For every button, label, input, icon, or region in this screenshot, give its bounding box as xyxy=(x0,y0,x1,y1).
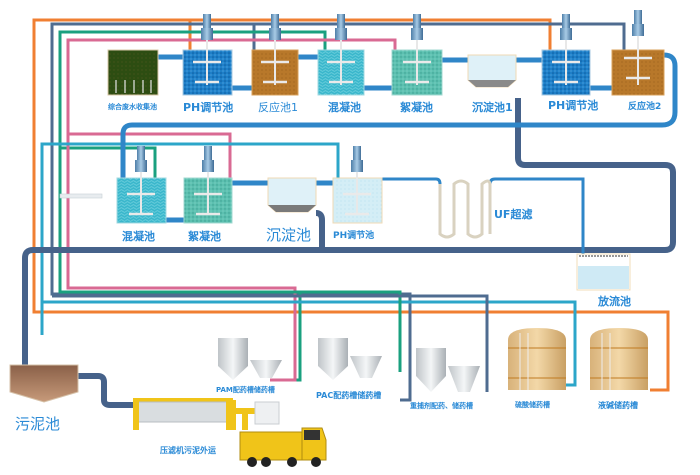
dosing-line-navy-3 xyxy=(52,294,489,392)
mixer-icon xyxy=(261,14,289,85)
sludge-tank xyxy=(9,364,79,403)
reducer-tanks xyxy=(416,348,480,392)
dosing-line-acid-navy-2 xyxy=(52,22,626,55)
dump-truck xyxy=(239,427,327,467)
mixer-icon xyxy=(403,14,431,85)
label-sedimentation-tank-1: 沉淀池1 xyxy=(472,101,513,114)
mixer-icon xyxy=(327,14,355,85)
mixer-icon xyxy=(343,146,371,216)
sludge-line-main xyxy=(22,98,676,365)
label-ph-tank-1: PH调节池 xyxy=(183,101,234,114)
sludge-lines xyxy=(22,98,676,408)
label-sludge-tank: 污泥池 xyxy=(15,415,61,433)
filter-press xyxy=(133,398,280,430)
dosing-line-green-2 xyxy=(60,290,402,372)
label-collection-tank: 综合废水收集池 xyxy=(108,103,157,111)
sludge-line-filter xyxy=(78,373,140,408)
drain-stub xyxy=(59,193,103,199)
label-reducer: 重捕剂配药、储药槽 xyxy=(410,402,473,410)
label-coagulation-tank-1: 混凝池 xyxy=(328,101,361,114)
mixer-icon xyxy=(193,14,221,85)
dosing-line-cyan-2 xyxy=(42,300,577,387)
mixer-icon xyxy=(127,146,155,216)
discharge-tank xyxy=(576,253,631,291)
mixers xyxy=(127,10,652,216)
water-pipes xyxy=(120,52,678,223)
acid-storage-tank xyxy=(508,328,566,390)
uf-membrane xyxy=(438,179,492,239)
label-flocculation-tank-1: 絮凝池 xyxy=(400,101,433,114)
label-flocculation-tank-2: 絮凝池 xyxy=(188,230,221,243)
label-ph-tank-3: PH调节池 xyxy=(333,231,375,241)
label-sedimentation-tank-2: 沉淀池 xyxy=(266,226,312,244)
mixer-icon xyxy=(194,146,222,216)
label-reaction-tank-1: 反应池1 xyxy=(258,101,298,114)
label-alkali: 液碱储药槽 xyxy=(598,401,638,410)
pipe-ph3-uf xyxy=(382,177,442,185)
mixer-icon xyxy=(624,10,652,85)
alkali-storage-tank xyxy=(590,328,648,390)
label-filter-press: 压滤机污泥外运 xyxy=(160,446,216,455)
sedimentation-tank-1 xyxy=(467,54,517,88)
pac-tanks xyxy=(318,338,382,380)
label-discharge-tank: 放流池 xyxy=(598,295,631,308)
sedimentation-tank-2 xyxy=(267,177,317,213)
label-pam: PAM配药槽储药槽 xyxy=(216,386,275,394)
pipe-r2-loop xyxy=(120,52,678,178)
dosing-line-pam xyxy=(66,38,397,382)
dosing-line-pac-2 xyxy=(60,146,157,178)
label-ph-tank-2: PH调节池 xyxy=(548,99,599,112)
sludge-line-sed2 xyxy=(315,210,325,250)
pam-tanks xyxy=(218,338,282,380)
label-reaction-tank-2: 反应池2 xyxy=(628,102,662,112)
collection-tank xyxy=(107,49,159,96)
label-coagulation-tank-2: 混凝池 xyxy=(122,230,155,243)
dosing-line-cyan xyxy=(40,142,340,335)
label-acid: 硫酸储药槽 xyxy=(515,401,550,409)
mixer-icon xyxy=(552,14,580,85)
label-uf: UF超滤 xyxy=(494,208,533,221)
label-pac: PAC配药槽储药槽 xyxy=(316,391,382,400)
